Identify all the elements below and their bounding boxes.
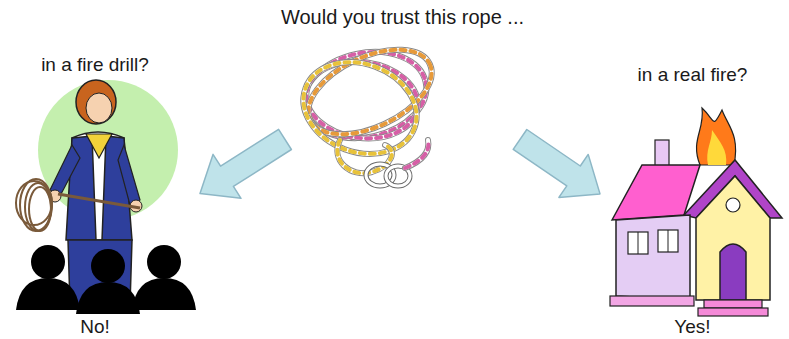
instructor-illustration-part-part — [76, 282, 140, 314]
house-illustration-part — [696, 176, 770, 300]
house-illustration-part — [668, 230, 669, 252]
rope-illustration-part — [290, 32, 444, 186]
rope-illustration-part-part — [405, 140, 428, 168]
rope-panel: Would you trust this rope ... — [285, 0, 520, 205]
block-arrow-shape — [513, 130, 600, 198]
house-illustration-part — [697, 108, 736, 165]
instructor-illustration-part — [118, 145, 140, 205]
answer-label: No! — [0, 316, 190, 338]
house-illustration-part — [628, 232, 648, 254]
rope-illustration-part-part — [290, 47, 429, 169]
rope-illustration-part-part — [290, 47, 429, 169]
instructor-illustration-part-part — [16, 181, 52, 225]
instructor-illustration-part-part — [31, 245, 65, 279]
house-illustration-part — [616, 215, 690, 300]
house-illustration — [610, 108, 782, 316]
instructor-illustration — [16, 80, 196, 314]
rope-illustration-part-part — [290, 47, 429, 169]
house-illustration-part — [726, 198, 740, 212]
question-heading: Would you trust this rope ... — [225, 6, 580, 28]
instructor-illustration-part-part — [132, 278, 196, 310]
house-illustration-part — [707, 130, 726, 165]
instructor-illustration-part — [86, 134, 112, 158]
house-illustration-part — [638, 232, 639, 254]
scenario-label: in a fire drill? — [0, 54, 190, 76]
instructor-illustration-part — [58, 194, 140, 208]
rope-illustration-part-part — [405, 140, 428, 168]
answer-label: Yes! — [600, 316, 785, 338]
block-arrow — [200, 129, 291, 198]
scenario-label: in a real fire? — [600, 64, 785, 86]
instructor-illustration-part — [16, 245, 196, 314]
block-arrow-shape — [200, 129, 291, 198]
house-illustration-part — [655, 140, 669, 168]
instructor-illustration-part — [76, 80, 116, 124]
block-arrow — [513, 130, 600, 198]
house-illustration-part — [720, 244, 746, 300]
instructor-illustration-part-part — [91, 249, 125, 283]
rope-illustration-part-part — [337, 140, 392, 173]
instructor-illustration-part — [50, 145, 80, 196]
real-fire-panel: in a real fire? Yes! — [600, 60, 789, 339]
instructor-illustration-part-part — [147, 245, 181, 279]
house-illustration-part — [610, 296, 694, 306]
instructor-illustration-part-part — [16, 278, 80, 310]
house-illustration-part — [658, 230, 678, 252]
rope-illustration-part-part — [337, 140, 392, 173]
rope-illustration-part-part — [337, 140, 392, 173]
rope-illustration — [290, 32, 444, 186]
house-illustration-part — [698, 308, 768, 316]
house-illustration-part — [704, 300, 762, 308]
instructor-illustration-part — [86, 93, 112, 123]
fire-drill-panel: in a fire drill? No! — [0, 48, 200, 339]
instructor-illustration-part — [16, 179, 52, 231]
rope-illustration-part-part — [405, 140, 428, 168]
instructor-illustration-part-part — [29, 187, 51, 231]
